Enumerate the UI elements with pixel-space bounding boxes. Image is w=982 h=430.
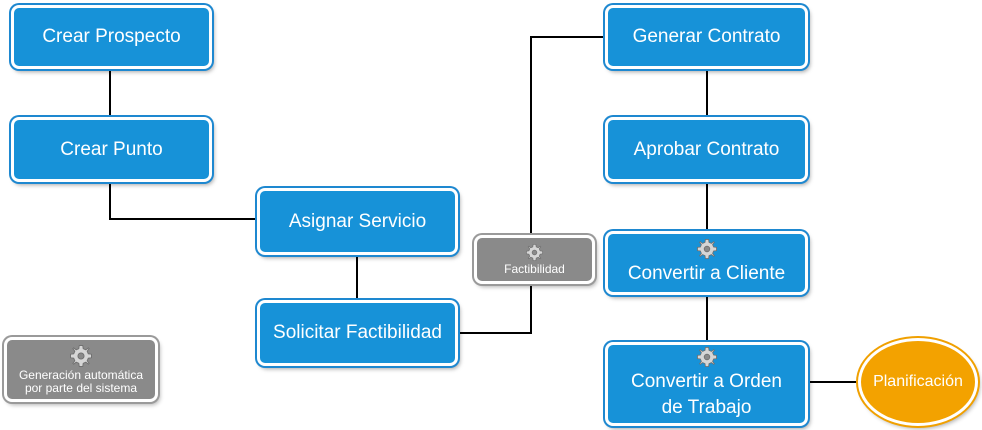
crear-punto-node[interactable]: Crear Punto <box>11 117 212 182</box>
generar-contrato-label: Generar Contrato <box>632 26 781 47</box>
solicitar-factibilidad-label: Solicitar Factibilidad <box>273 322 442 343</box>
planificacion-node[interactable]: Planificación <box>858 338 978 426</box>
convertir-orden-node[interactable]: Convertir a Orden de Trabajo <box>605 342 808 426</box>
crear-prospecto-node[interactable]: Crear Prospecto <box>11 5 212 69</box>
solicitar-factibilidad-node[interactable]: Solicitar Factibilidad <box>257 300 458 366</box>
legend-box: Generación automática por parte del sist… <box>4 337 158 402</box>
crear-punto-label: Crear Punto <box>60 138 163 160</box>
factibilidad-label: Factibilidad <box>504 261 565 276</box>
convertir-cliente-node[interactable]: Convertir a Cliente <box>605 231 808 295</box>
planificacion-label: Planificación <box>873 373 963 390</box>
gear-icon <box>526 243 543 261</box>
convertir-orden-label: Convertir a Orden de Trabajo <box>630 371 782 418</box>
connector-solicitar-factibilidad <box>459 284 532 334</box>
aprobar-contrato-label: Aprobar Contrato <box>633 138 780 160</box>
gear-icon <box>696 347 717 367</box>
asignar-servicio-node[interactable]: Asignar Servicio <box>257 188 458 255</box>
asignar-servicio-label: Asignar Servicio <box>288 210 427 232</box>
convertir-cliente-label: Convertir a Cliente <box>627 263 786 284</box>
factibilidad-node[interactable]: Factibilidad <box>474 235 595 284</box>
crear-prospecto-label: Crear Prospecto <box>42 26 181 47</box>
legend-label: Generación automática por parte del sist… <box>18 367 144 395</box>
gear-icon <box>696 239 717 259</box>
gear-icon <box>70 344 92 367</box>
connector-punto-asignar <box>109 183 257 220</box>
aprobar-contrato-node[interactable]: Aprobar Contrato <box>605 117 808 182</box>
connector-factibilidad-generar <box>530 36 605 236</box>
generar-contrato-node[interactable]: Generar Contrato <box>605 5 808 69</box>
